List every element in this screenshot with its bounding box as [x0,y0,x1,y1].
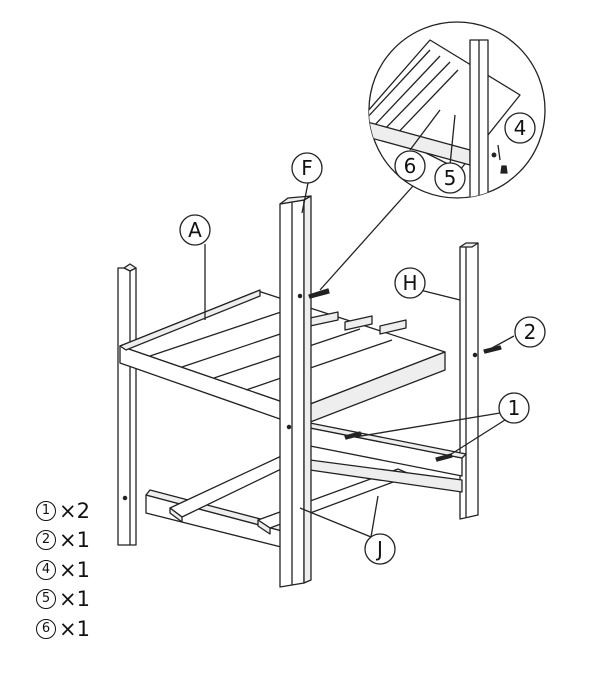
callout-h: H [402,271,417,295]
legend-row: 2 ×1 [36,526,90,556]
screw-icons [122,288,502,501]
legend-quantity: ×2 [59,498,90,523]
callout-1: 1 [508,396,521,420]
legend-number: 2 [36,530,56,551]
legend-number: 4 [36,559,56,580]
callout-j: J [375,537,383,561]
legend-row: 5 ×1 [36,585,90,615]
callout-circles [179,112,546,565]
legend-row: 1 ×2 [36,496,90,526]
legend-quantity: ×1 [59,616,90,641]
detail-zoom [368,21,546,199]
leg-front-left [117,263,137,546]
legend-row: 4 ×1 [36,555,90,585]
legend-quantity: ×1 [59,557,90,582]
leg-front-f [279,195,312,588]
callout-5: 5 [444,166,457,190]
callout-f: F [301,156,313,180]
leg-back-right-h [459,242,479,520]
legend-number: 6 [36,618,56,639]
legend-number: 5 [36,589,56,610]
callout-a: A [188,218,202,242]
legend-number: 1 [36,500,56,521]
callout-6: 6 [404,154,417,178]
callout-2: 2 [524,320,537,344]
legend-quantity: ×1 [59,528,90,553]
legend-quantity: ×1 [59,587,90,612]
hardware-legend: 1 ×2 2 ×1 4 ×1 5 ×1 6 ×1 [36,496,90,644]
mid-rail [299,421,467,493]
legend-row: 6 ×1 [36,614,90,644]
callout-4: 4 [514,116,527,140]
leader-lines [204,182,515,538]
